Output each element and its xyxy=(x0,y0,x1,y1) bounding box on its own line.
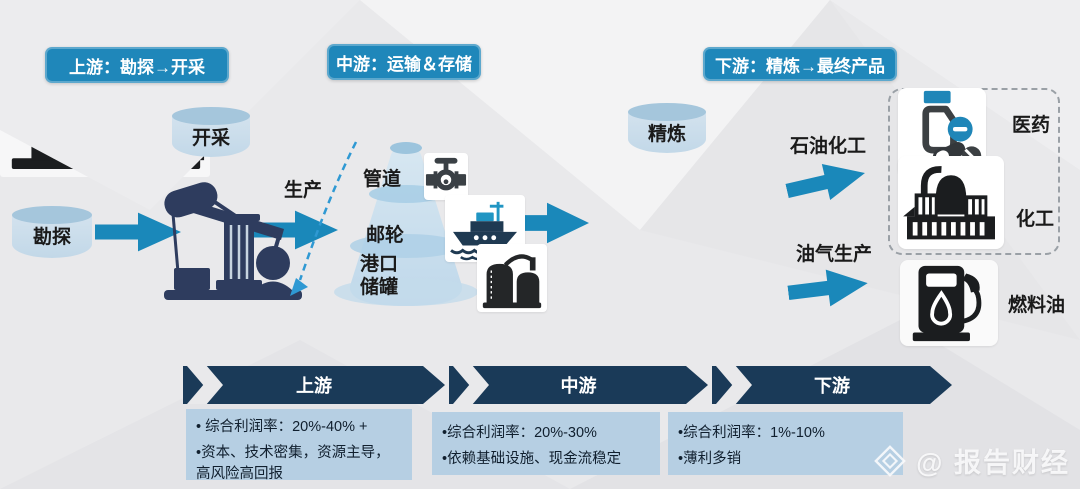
extraction-label: 开采 xyxy=(191,128,230,149)
midstream-info-box: •综合利润率：20%-30% •依赖基础设施、现金流稳定 xyxy=(432,412,660,475)
midstream-point-traits: •依赖基础设施、现金流稳定 xyxy=(442,451,622,468)
downstream-point-margin: •综合利润率：1%-10% xyxy=(678,425,825,441)
upstream-point-traits: •资本、技术密集，资源主导，高风险高回报 xyxy=(196,445,390,483)
valve-icon-box xyxy=(424,153,468,200)
chemical-plant-icon xyxy=(903,165,995,239)
oil-gas-production-label: 油气生产 xyxy=(796,244,873,265)
pharma-label: 医药 xyxy=(1012,115,1051,136)
storage-tanks-icon xyxy=(482,254,542,309)
downstream-banner-label: 下游 xyxy=(814,376,850,396)
extraction-cylinder: 开采 xyxy=(172,107,250,157)
diamond-logo-icon xyxy=(874,444,906,477)
cylinder-top xyxy=(628,103,706,121)
valve-icon xyxy=(425,157,467,190)
petrochemical-label: 石油化工 xyxy=(790,136,867,157)
port-storage-label: 港口储罐 xyxy=(360,254,399,298)
exploration-label: 勘探 xyxy=(32,227,71,248)
downstream-info-box: •综合利润率：1%-10% •薄利多销 xyxy=(668,412,903,475)
upstream-point-margin: • 综合利润率：20%-40% + xyxy=(196,419,368,435)
refining-cylinder: 精炼 xyxy=(628,103,706,153)
fuel-oil-label: 燃料油 xyxy=(1008,295,1066,316)
upstream-segment-banner: 上游 xyxy=(183,366,445,404)
watermark: @ 报告财经 xyxy=(873,441,1070,480)
dashed-flow-curve xyxy=(290,141,358,296)
upstream-header-badge: 上游：勘探→开采 xyxy=(45,47,229,83)
exploration-cylinder: 勘探 xyxy=(12,206,92,258)
storage-tanks-icon-box xyxy=(477,244,547,312)
midstream-banner-label: 中游 xyxy=(560,376,597,396)
refining-label: 精炼 xyxy=(647,124,686,145)
cylinder-top xyxy=(172,107,250,125)
fuel-pump-icon-box xyxy=(900,260,998,346)
midstream-point-margin: •综合利润率：20%-30% xyxy=(442,425,597,441)
fuel-pump-icon xyxy=(912,265,982,342)
cylinder-top xyxy=(12,206,92,224)
chemical-plant-icon-box xyxy=(898,156,1004,249)
pipeline-label: 管道 xyxy=(363,169,402,190)
upstream-banner-label: 上游 xyxy=(296,376,332,396)
midstream-header-badge: 中游：运输＆存储 xyxy=(327,44,481,80)
tanker-label: 邮轮 xyxy=(366,225,405,246)
upstream-info-box: • 综合利润率：20%-40% + •资本、技术密集，资源主导，高风险高回报 xyxy=(186,409,412,482)
downstream-header-badge: 下游：精炼→最终产品 xyxy=(703,47,897,81)
downstream-segment-banner: 下游 xyxy=(712,366,952,404)
downstream-point-traits: •薄利多销 xyxy=(678,451,742,468)
chemical-label: 化工 xyxy=(1016,209,1055,230)
midstream-segment-banner: 中游 xyxy=(449,366,708,404)
production-label: 生产 xyxy=(284,180,323,201)
watermark-text: @ 报告财经 xyxy=(916,448,1070,478)
pump-jack-icon xyxy=(164,182,302,300)
